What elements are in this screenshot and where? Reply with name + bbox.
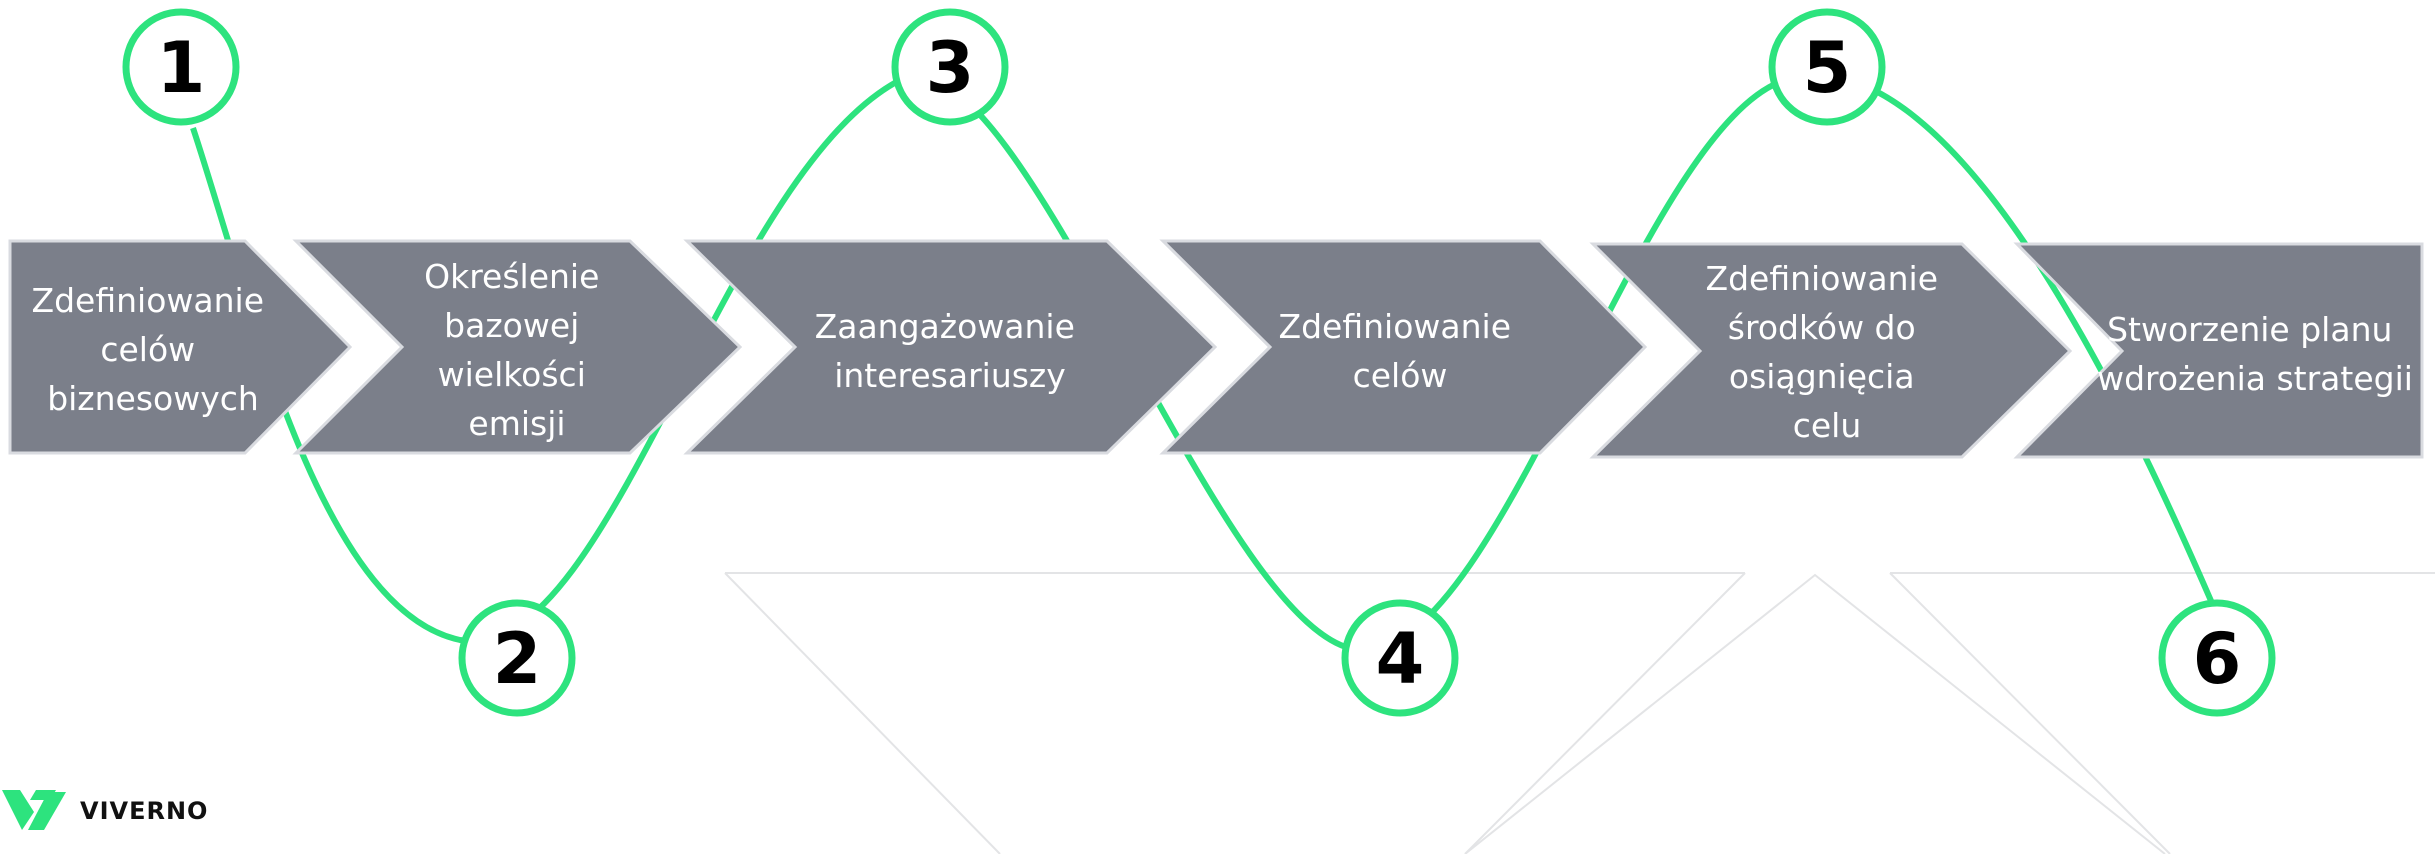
viverno-logo-icon [2, 790, 66, 830]
step-marker: 1 [122, 8, 240, 126]
step-label: Zdefiniowanie środków do osiągnięcia cel… [1705, 259, 1948, 445]
step-chevron [292, 239, 743, 455]
step-number: 2 [493, 618, 542, 700]
step-marker: 3 [891, 8, 1009, 126]
chevron-row [8, 239, 2424, 459]
step-chevron [1159, 239, 1648, 455]
step-chevron [1589, 242, 2073, 459]
step-chevron [8, 239, 353, 455]
step-number: 6 [2193, 618, 2242, 700]
brand-name: VIVERNO [80, 797, 208, 825]
step-chevron [683, 239, 1218, 455]
step-label: Zaangażowanie interesariuszy [815, 307, 1086, 395]
step-marker: 4 [1341, 599, 1459, 717]
step-label: Określenie bazowej wielkości emisji [424, 257, 610, 443]
step-chevron [2013, 242, 2424, 459]
background-line [1464, 573, 2166, 854]
step-markers: 1 2 3 4 5 6 [122, 8, 2276, 717]
step-number: 4 [1376, 618, 1425, 700]
step-label: Zdefiniowanie celów biznesowych [31, 281, 274, 418]
background-line [1464, 572, 1746, 854]
step-number: 1 [157, 27, 206, 109]
step-number: 3 [926, 27, 975, 109]
step-labels: Zdefiniowanie celów biznesowych Określen… [31, 257, 2412, 445]
step-label: Stworzenie planu wdrożenia strategii [2097, 310, 2413, 398]
step-marker: 5 [1768, 8, 1886, 126]
brand-logo: VIVERNO [2, 790, 208, 830]
step-label: Zdefiniowanie celów [1278, 307, 1521, 395]
step-marker: 6 [2158, 599, 2276, 717]
step-number: 5 [1803, 27, 1852, 109]
background-decoration [724, 572, 2435, 854]
background-line [724, 572, 1001, 854]
step-marker: 2 [458, 599, 576, 717]
background-line [1889, 572, 2171, 854]
